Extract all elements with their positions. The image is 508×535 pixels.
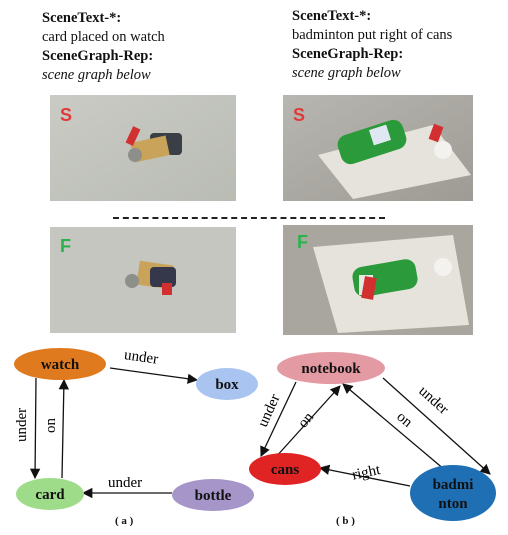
edge-label: on bbox=[295, 409, 317, 431]
scene-image bbox=[283, 95, 473, 201]
edge-badminton-notebook bbox=[342, 383, 446, 471]
success-tag: S bbox=[60, 105, 73, 125]
edge-badminton-cans bbox=[318, 464, 411, 487]
scene-text-title: SceneText-*: bbox=[292, 8, 372, 24]
scene-image bbox=[50, 227, 236, 333]
edge-label: under bbox=[108, 475, 142, 491]
edge-cans-notebook bbox=[274, 385, 341, 459]
svg-text:card: card bbox=[35, 487, 65, 503]
edge-card-watch bbox=[58, 378, 70, 479]
svg-text:watch: watch bbox=[41, 357, 80, 373]
success-tag: S bbox=[293, 105, 306, 125]
node-badminton: badmi nton bbox=[410, 465, 496, 521]
svg-text:bottle: bottle bbox=[195, 488, 232, 504]
node-box: box bbox=[196, 368, 258, 400]
caption-left: SceneText-*: card placed on watch SceneG… bbox=[42, 9, 165, 85]
graph-rep-title: SceneGraph-Rep: bbox=[42, 48, 154, 64]
scene-text-value: badminton put right of cans bbox=[292, 27, 453, 43]
node-card: card bbox=[16, 478, 84, 510]
photo-failure-left: F bbox=[50, 227, 236, 333]
edge-watch-box bbox=[109, 367, 199, 384]
failure-tag: F bbox=[60, 236, 71, 256]
node-cans: cans bbox=[249, 453, 321, 485]
edge-label: on bbox=[393, 409, 415, 431]
failure-tag: F bbox=[297, 232, 308, 252]
edge-label: right bbox=[351, 462, 383, 484]
edge-notebook-badminton bbox=[382, 377, 491, 475]
svg-text:badmi: badmi bbox=[433, 477, 474, 493]
edge-watch-card bbox=[29, 377, 41, 480]
edge-label: under bbox=[123, 347, 159, 368]
graph-rep-title: SceneGraph-Rep: bbox=[292, 46, 404, 62]
scene-text-title: SceneText-*: bbox=[42, 10, 122, 26]
svg-text:box: box bbox=[215, 377, 239, 393]
svg-text:notebook: notebook bbox=[301, 361, 361, 377]
scene-image bbox=[283, 225, 473, 335]
edge-label: under bbox=[255, 392, 284, 430]
photo-success-left: S bbox=[50, 95, 236, 201]
photo-success-right: S bbox=[283, 95, 473, 201]
node-bottle: bottle bbox=[172, 479, 254, 511]
subfigure-label-a: ( a ) bbox=[115, 515, 134, 527]
scene-text-value: card placed on watch bbox=[42, 29, 165, 45]
edge-notebook-cans bbox=[260, 381, 297, 457]
caption-right: SceneText-*: badminton put right of cans… bbox=[292, 7, 452, 83]
edge-label: under bbox=[14, 408, 30, 442]
photo-failure-right: F bbox=[283, 225, 473, 335]
scene-image bbox=[50, 95, 236, 201]
graph-rep-value: scene graph below bbox=[42, 67, 151, 83]
svg-text:nton: nton bbox=[438, 496, 468, 512]
node-watch: watch bbox=[14, 348, 106, 380]
graph-rep-value: scene graph below bbox=[292, 65, 401, 81]
svg-text:cans: cans bbox=[271, 462, 300, 478]
node-notebook: notebook bbox=[277, 352, 385, 384]
edge-label: on bbox=[43, 418, 59, 434]
divider bbox=[113, 217, 385, 219]
subfigure-label-b: ( b ) bbox=[336, 515, 355, 527]
